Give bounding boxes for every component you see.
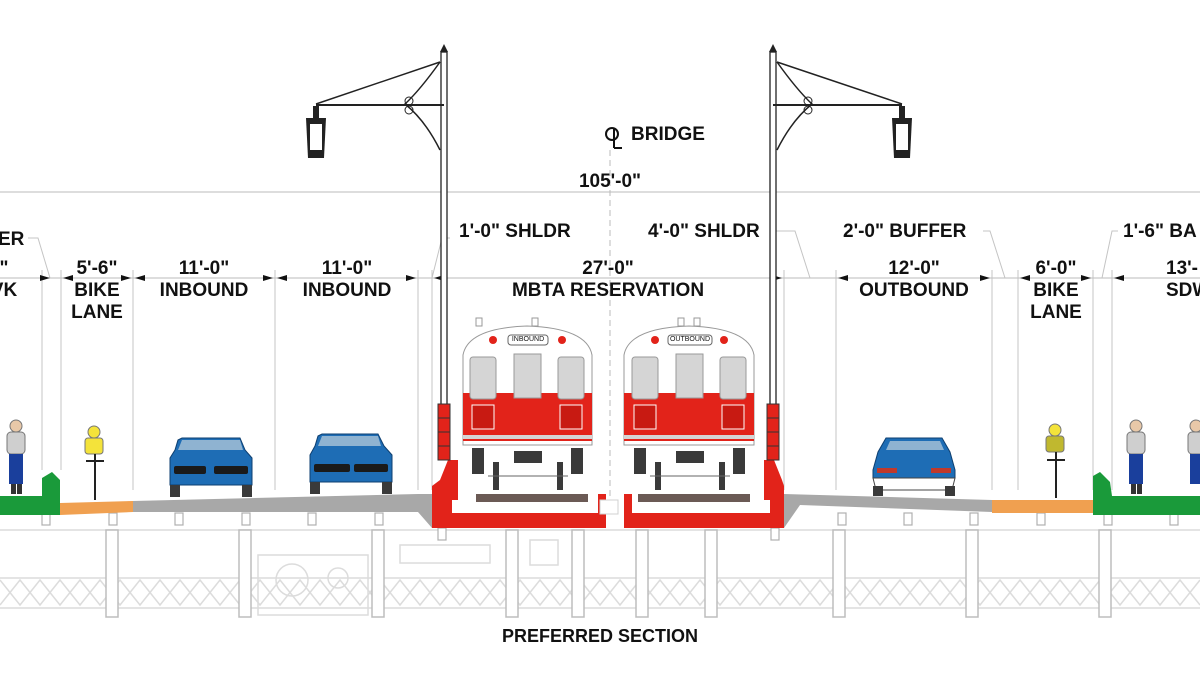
right-cyclist [1045,423,1065,498]
left-light-pole [306,44,451,461]
inbound-train [462,317,593,490]
left-shoulder-callout: 1'-0" SHLDR [459,221,571,242]
left-sidewalk-surface [0,472,60,515]
mbta-reservation-label: 27'-0" MBTA RESERVATION [511,258,705,301]
left-roadway-surface [133,494,432,528]
left-bike-lane-surface [60,501,133,515]
mbta-trough-right [624,460,784,528]
left-sidewalk-label: " VK [0,258,18,301]
left-buffer-callout: ER [0,229,25,250]
right-sidewalk-label: 13'- SDW [1166,258,1200,301]
bridge-piers [105,529,1112,618]
center-drain [599,499,619,515]
inbound-lane-1-label: 11'-0" INBOUND [159,258,249,301]
right-light-pole [766,44,912,461]
deck-brackets [41,512,1179,541]
right-buffer-callout: 2'-0" BUFFER [843,221,967,242]
outbound-car [872,437,956,496]
bridge-substructure [0,529,1200,616]
inbound-car-1 [169,437,253,497]
inbound-lane-2-label: 11'-0" INBOUND [302,258,392,301]
outbound-lane-label: 12'-0" OUTBOUND [859,258,969,301]
left-bike-lane-label: 5'-6" BIKE LANE [71,258,123,323]
rail-bed-right [638,494,750,502]
right-pedestrian-2 [1187,419,1200,484]
rail-bed-left [476,494,588,502]
right-sidewalk-surface [1093,472,1200,515]
diagram-title: PREFERRED SECTION [501,626,699,646]
extension-lines [28,230,1118,490]
overall-width-dimension: 105'-0" [578,171,642,192]
outbound-train [623,317,755,490]
centerline-symbol [605,127,622,149]
inbound-car-2 [309,433,393,494]
right-pedestrian-1 [1126,419,1146,494]
right-barrier-callout: 1'-6" BA [1123,221,1197,242]
dimension-arrows [40,275,1124,281]
right-bike-lane-label: 6'-0" BIKE LANE [1030,258,1082,323]
right-bike-lane-surface [992,500,1093,513]
left-cyclist [84,425,104,500]
mbta-trough-left [432,460,606,528]
right-roadway-surface [784,494,992,528]
outbound-train-sign: OUTBOUND [669,336,711,343]
left-pedestrian [6,419,26,494]
right-shoulder-callout: 4'-0" SHLDR [648,221,760,242]
centerline-label: BRIDGE [631,124,705,145]
inbound-train-sign: INBOUND [511,336,545,343]
